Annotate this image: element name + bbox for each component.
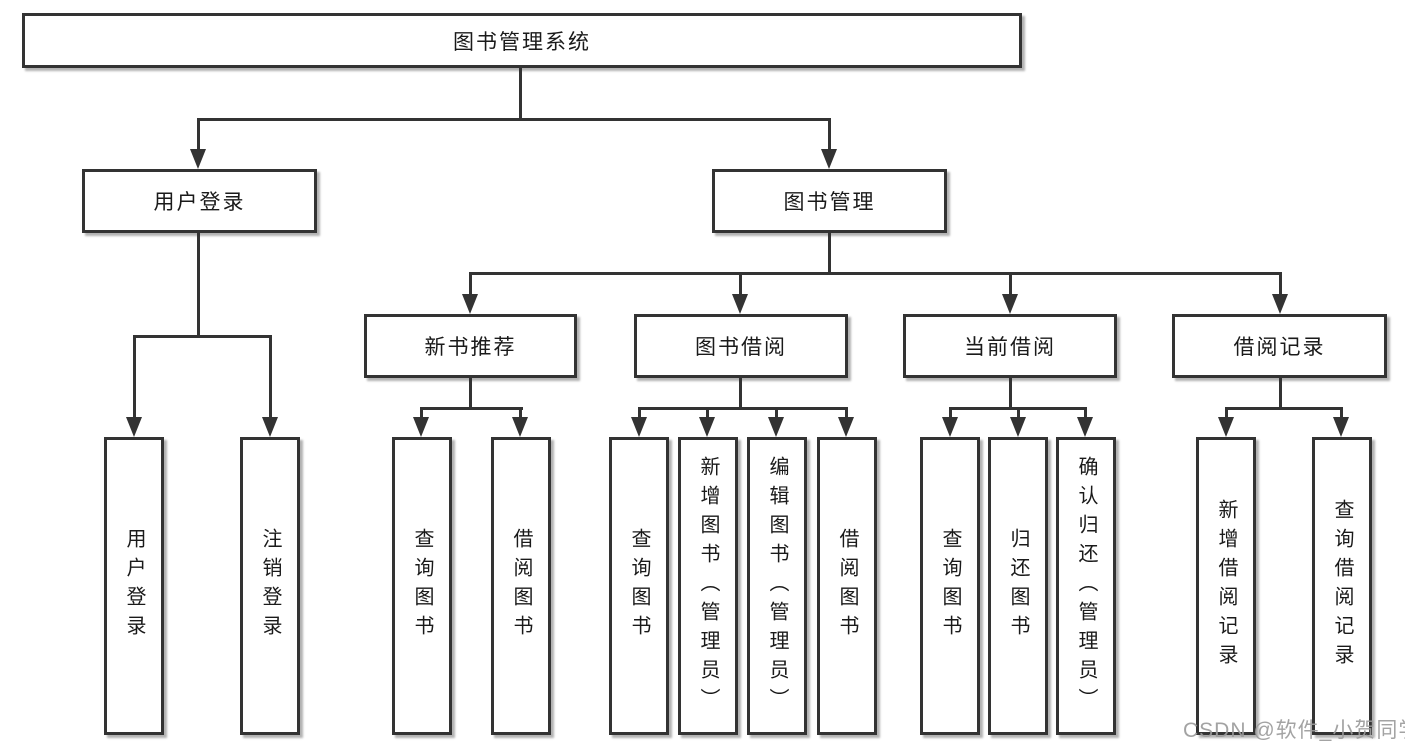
connector-line [775,407,778,419]
connector-line [1009,272,1012,296]
connector-line [1225,407,1343,410]
leaf-label: 归还图书 [1007,528,1029,644]
arrow-down-icon [821,149,837,169]
arrow-down-icon [1077,417,1093,437]
leaf-label: 注销登录 [259,528,281,644]
node-book-management: 图书管理 [712,169,947,233]
connector-line [519,407,522,419]
arrow-down-icon [631,417,647,437]
node-user-login: 用户登录 [82,169,317,233]
connector-line [638,407,641,419]
connector-line [197,118,831,121]
node-label: 图书管理 [783,191,876,214]
connector-line [469,272,472,296]
connector-line [519,68,522,121]
connector-line [1084,407,1087,419]
node-root-library-system: 图书管理系统 [22,13,1022,68]
node-new-book-recommendation: 新书推荐 [364,314,577,378]
leaf-label: 查询图书 [628,528,650,644]
leaf-borrow-books-recommend: 借阅图书 [491,437,551,735]
connector-line [739,272,742,296]
leaf-label: 用户登录 [123,528,145,644]
arrow-down-icon [1002,294,1018,314]
connector-line [1009,378,1012,410]
leaf-confirm-return-admin: 确认归还（管理员） [1056,437,1116,735]
node-label: 当前借阅 [964,336,1056,359]
leaf-return-books: 归还图书 [988,437,1048,735]
connector-line [828,233,831,275]
connector-line [197,233,200,338]
arrow-down-icon [1333,417,1349,437]
leaf-label: 新增图书（管理员） [697,455,719,717]
connector-line [133,335,272,338]
connector-line [845,407,848,419]
connector-line [1340,407,1343,419]
arrow-down-icon [1272,294,1288,314]
leaf-query-books-recommend: 查询图书 [392,437,452,735]
leaf-add-book-admin: 新增图书（管理员） [678,437,738,735]
leaf-query-books-borrowing: 查询图书 [609,437,669,735]
arrow-down-icon [262,417,278,437]
leaf-borrow-books-borrowing: 借阅图书 [817,437,877,735]
connector-line [1225,407,1228,419]
connector-line [1279,378,1282,410]
leaf-edit-book-admin: 编辑图书（管理员） [747,437,807,735]
node-label: 图书借阅 [695,336,787,359]
arrow-down-icon [190,149,206,169]
leaf-add-borrow-record: 新增借阅记录 [1196,437,1256,735]
leaf-label: 查询借阅记录 [1331,499,1353,673]
connector-line [1279,272,1282,296]
csdn-watermark: CSDN @软件_小贺同学 [1183,719,1405,742]
connector-line [706,407,709,419]
connector-line [1017,407,1020,419]
leaf-label: 编辑图书（管理员） [766,455,788,717]
node-borrowing-records: 借阅记录 [1172,314,1387,378]
arrow-down-icon [1010,417,1026,437]
arrow-down-icon [462,294,478,314]
node-book-borrowing: 图书借阅 [634,314,848,378]
leaf-label: 新增借阅记录 [1215,499,1237,673]
connector-line [828,118,831,149]
arrow-down-icon [126,417,142,437]
leaf-query-borrow-record: 查询借阅记录 [1312,437,1372,735]
node-label: 图书管理系统 [453,30,591,54]
node-label: 用户登录 [153,191,246,214]
connector-line [420,407,423,419]
node-label: 新书推荐 [424,336,517,359]
connector-line [638,407,848,410]
leaf-user-login: 用户登录 [104,437,164,735]
connector-line [739,378,742,410]
leaf-logout: 注销登录 [240,437,300,735]
arrow-down-icon [413,417,429,437]
node-current-borrowing: 当前借阅 [903,314,1117,378]
connector-line [269,335,272,417]
leaf-label: 查询图书 [939,528,961,644]
arrow-down-icon [732,294,748,314]
arrow-down-icon [768,417,784,437]
leaf-label: 借阅图书 [510,528,532,644]
connector-line [197,118,200,149]
leaf-query-books-current: 查询图书 [920,437,980,735]
arrow-down-icon [838,417,854,437]
node-label: 借阅记录 [1233,336,1326,359]
leaf-label: 确认归还（管理员） [1075,455,1097,717]
connector-line [133,335,136,417]
connector-line [949,407,952,419]
arrow-down-icon [699,417,715,437]
connector-line [469,272,1282,275]
arrow-down-icon [512,417,528,437]
arrow-down-icon [1218,417,1234,437]
leaf-label: 查询图书 [411,528,433,644]
leaf-label: 借阅图书 [836,528,858,644]
connector-line [420,407,523,410]
arrow-down-icon [942,417,958,437]
connector-line [469,378,472,410]
